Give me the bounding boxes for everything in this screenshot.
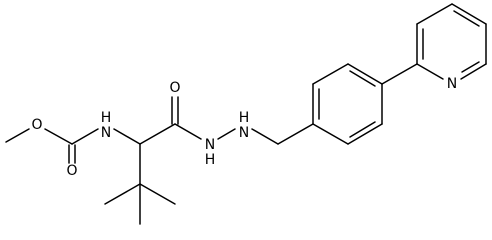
bond-pyr-5 bbox=[460, 63, 487, 80]
bond-benz-inner-2 bbox=[349, 70, 376, 87]
bond-pyr-2 bbox=[416, 3, 453, 25]
bond-benz-inner-3 bbox=[349, 121, 376, 138]
bond-pyr-6 bbox=[416, 63, 444, 80]
atom-n-pyridine: N bbox=[447, 76, 457, 92]
bond-benz-5 bbox=[347, 123, 383, 145]
bond-benzene-pyridine bbox=[381, 63, 418, 85]
bond-carbonyl-n bbox=[71, 128, 99, 145]
bond-n-ch2 bbox=[251, 128, 279, 145]
bond-n-n bbox=[217, 128, 236, 140]
bond-o-carbonyl bbox=[44, 128, 73, 145]
bond-pyr-inner-2 bbox=[453, 10, 480, 27]
atom-o-amide: O bbox=[169, 80, 180, 96]
bond-tbu-right bbox=[139, 183, 176, 205]
atom-o-ester: O bbox=[31, 117, 42, 133]
bond-pyr-3 bbox=[451, 3, 487, 25]
bond-benz-2 bbox=[312, 63, 349, 85]
atom-o-carbamate: O bbox=[66, 163, 77, 179]
bond-benz-6 bbox=[312, 123, 349, 145]
bond-methyl-o bbox=[5, 128, 30, 143]
bond-benz-3 bbox=[347, 63, 383, 85]
bond-pyr-inner-3 bbox=[461, 61, 480, 73]
bond-tbu-left bbox=[104, 183, 141, 205]
bond-amide-n bbox=[174, 123, 202, 140]
bond-ch2-benzene bbox=[277, 123, 314, 145]
bond-alpha-amide bbox=[139, 123, 176, 145]
bond-lines bbox=[5, 3, 487, 225]
bond-n-alpha bbox=[113, 128, 141, 145]
